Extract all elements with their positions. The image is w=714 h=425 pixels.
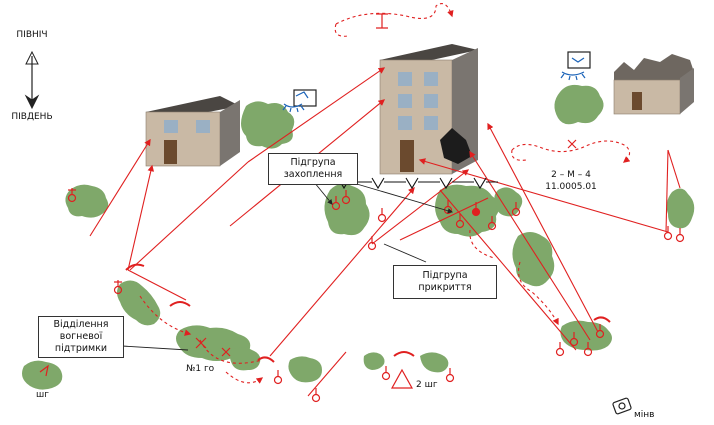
soldier-marker xyxy=(381,366,391,381)
soldier-marker xyxy=(331,196,341,211)
bush xyxy=(420,352,449,373)
label-shg-left: шг xyxy=(36,390,49,400)
building-icon xyxy=(379,44,478,175)
bush xyxy=(241,101,295,149)
soldier-marker xyxy=(569,332,579,347)
callout-line: захоплення xyxy=(283,169,343,180)
soldier-marker xyxy=(311,388,321,403)
callout-line: прикриття xyxy=(418,282,472,293)
soldier-marker xyxy=(471,202,481,217)
callout-line: Підгрупа xyxy=(422,270,468,281)
observation-post-icon xyxy=(560,51,591,81)
building-icon xyxy=(145,96,240,167)
bush xyxy=(230,347,261,371)
bush xyxy=(117,280,161,326)
bush xyxy=(324,183,370,236)
bush xyxy=(363,352,385,370)
soldier-marker xyxy=(445,368,455,383)
callout-line: підтримки xyxy=(54,343,108,354)
bush xyxy=(512,232,555,287)
soldier-marker xyxy=(67,188,77,203)
callout-lines xyxy=(121,181,454,351)
position-arc xyxy=(169,301,191,307)
observation-post-icon xyxy=(282,89,317,113)
weapon-mark xyxy=(195,337,207,349)
grid-code-line2: 11.0005.01 xyxy=(545,182,597,192)
bush xyxy=(65,184,109,218)
bush xyxy=(288,356,322,383)
soldier-marker xyxy=(377,208,387,223)
label-mines: мінв xyxy=(634,410,655,420)
soldier-marker xyxy=(555,342,565,357)
callout-fire-support: Відділення вогневої підтримки xyxy=(38,316,124,358)
unit-symbols xyxy=(39,13,685,403)
weapon-mark xyxy=(567,139,577,149)
platoon-triangle xyxy=(390,368,414,389)
soldier-marker xyxy=(663,226,673,241)
obstacle-line xyxy=(337,177,498,190)
barrier-mark xyxy=(376,13,388,29)
position-arc xyxy=(393,351,415,357)
bush xyxy=(22,360,63,390)
grid-code-line1: 2 – M – 4 xyxy=(551,170,591,180)
weapon-mark xyxy=(39,364,49,377)
callout-line: вогневої xyxy=(59,331,103,342)
soldier-marker xyxy=(113,280,123,295)
soldier-marker xyxy=(675,228,685,243)
callout-line: Відділення xyxy=(53,319,109,330)
soldier-marker xyxy=(595,324,605,339)
soldier-marker xyxy=(511,202,521,217)
callout-cover-group: Підгрупа прикриття xyxy=(393,265,497,299)
compass-arrow-icon xyxy=(24,50,40,110)
label-shg-center: 2 шг xyxy=(416,380,438,390)
soldier-marker xyxy=(367,236,377,251)
callout-line: Підгрупа xyxy=(290,157,336,168)
mine-icon xyxy=(612,397,632,415)
callout-capture-group: Підгрупа захоплення xyxy=(268,153,358,185)
soldier-marker xyxy=(273,370,283,385)
bush xyxy=(435,184,500,237)
position-arc xyxy=(257,356,275,363)
soldier-marker xyxy=(583,342,593,357)
compass-south-label: ПІВДЕНЬ xyxy=(11,112,53,122)
position-arc xyxy=(125,263,145,271)
soldier-marker xyxy=(341,190,351,205)
damaged-building-icon xyxy=(613,54,694,115)
soldier-marker xyxy=(487,216,497,231)
bush xyxy=(554,84,604,125)
weapon-mark xyxy=(221,347,231,357)
bush xyxy=(560,320,612,351)
movement-routes xyxy=(89,67,681,397)
label-unit-1go: №1 го xyxy=(186,364,215,374)
compass-north-label: ПІВНІЧ xyxy=(16,30,48,40)
bush xyxy=(666,188,695,229)
soldier-marker xyxy=(455,214,465,229)
position-arc xyxy=(593,316,611,323)
